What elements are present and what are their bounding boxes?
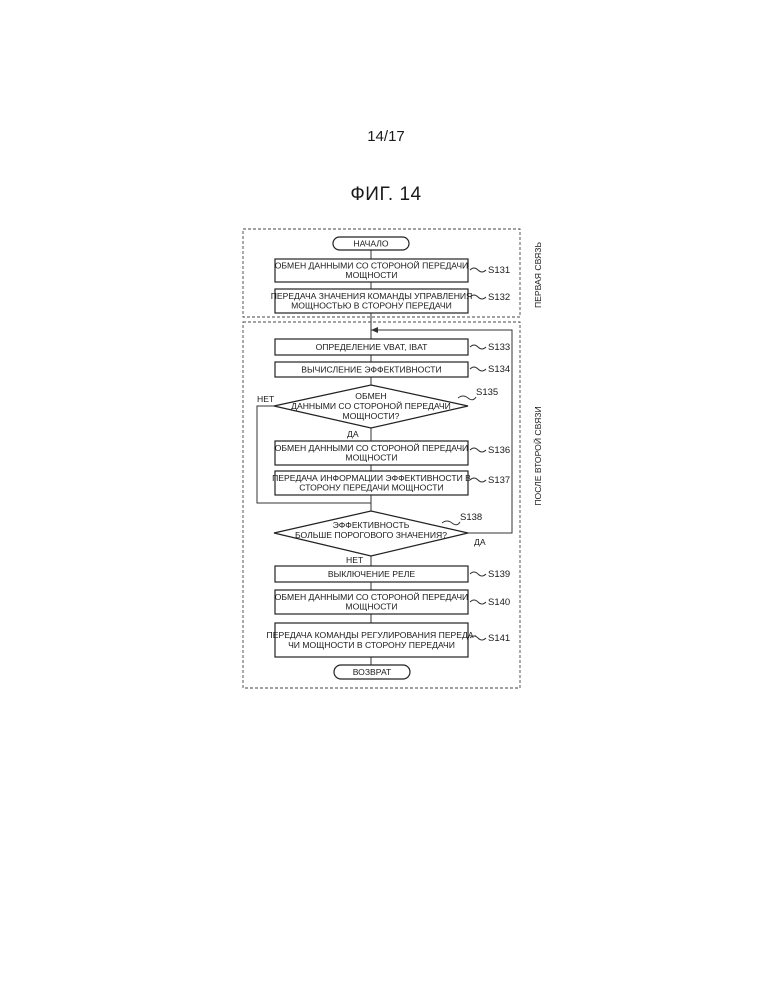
step-s134-id: S134 xyxy=(488,364,510,375)
s138-yes-loop-line xyxy=(371,330,512,533)
step-s134-text: ВЫЧИСЛЕНИЕ ЭФФЕКТИВНОСТИ xyxy=(301,365,441,375)
step-s137-leader xyxy=(470,478,486,482)
step-s131-text-2: МОЩНОСТИ xyxy=(345,270,397,280)
decision-s135-text-1: ОБМЕН xyxy=(355,391,386,401)
step-s141-text-2: ЧИ МОЩНОСТИ В СТОРОНУ ПЕРЕДАЧИ xyxy=(288,640,455,650)
step-s136-leader xyxy=(470,448,486,452)
step-s134-leader xyxy=(470,367,486,371)
step-s137-id: S137 xyxy=(488,475,510,486)
step-s132-text-2: МОЩНОСТЬЮ В СТОРОНУ ПЕРЕДАЧИ xyxy=(291,301,452,311)
step-s133-text: ОПРЕДЕЛЕНИЕ VBAT, IBAT xyxy=(316,342,429,352)
end-label: ВОЗВРАТ xyxy=(353,667,392,677)
decision-s135-text-2: ДАННЫМИ СО СТОРОНОЙ ПЕРЕДАЧИ xyxy=(291,400,451,411)
region-second-label: ПОСЛЕ ВТОРОЙ СВЯЗИ xyxy=(532,406,543,505)
step-s131-id: S131 xyxy=(488,265,510,276)
step-s133-leader xyxy=(470,345,486,349)
step-s137-text-1: ПЕРЕДАЧА ИНФОРМАЦИИ ЭФФЕКТИВНОСТИ В xyxy=(272,473,471,483)
decision-s135-yes-label: ДА xyxy=(347,429,359,439)
step-s136-id: S136 xyxy=(488,445,510,456)
step-s136-text-2: МОЩНОСТИ xyxy=(345,453,397,463)
decision-s138-id: S138 xyxy=(460,512,482,523)
step-s140-id: S140 xyxy=(488,597,510,608)
step-s139-text: ВЫКЛЮЧЕНИЕ РЕЛЕ xyxy=(328,569,415,579)
step-s132-id: S132 xyxy=(488,292,510,303)
step-s132-text-1: ПЕРЕДАЧА ЗНАЧЕНИЯ КОМАНДЫ УПРАВЛЕНИЯ xyxy=(271,291,473,301)
step-s131-leader xyxy=(470,268,486,272)
decision-s138-leader xyxy=(442,521,460,525)
decision-s138-text-1: ЭФФЕКТИВНОСТЬ xyxy=(333,520,410,530)
decision-s138-no-label: НЕТ xyxy=(346,555,364,565)
step-s140-text-2: МОЩНОСТИ xyxy=(345,602,397,612)
decision-s135-no-label: НЕТ xyxy=(257,394,275,404)
step-s132-leader xyxy=(470,295,486,299)
step-s139-leader xyxy=(470,572,486,576)
region-first-label: ПЕРВАЯ СВЯЗЬ xyxy=(533,242,543,308)
loop-arrowhead xyxy=(371,327,378,333)
decision-s138-yes-label: ДА xyxy=(474,537,486,547)
decision-s138-text-2: БОЛЬШЕ ПОРОГОВОГО ЗНАЧЕНИЯ? xyxy=(295,530,447,540)
decision-s135-text-3: МОЩНОСТИ? xyxy=(343,411,400,421)
step-s136-text-1: ОБМЕН ДАННЫМИ СО СТОРОНОЙ ПЕРЕДАЧИ xyxy=(275,442,469,453)
step-s141-id: S141 xyxy=(488,633,510,644)
start-label: НАЧАЛО xyxy=(353,239,389,249)
step-s140-text-1: ОБМЕН ДАННЫМИ СО СТОРОНОЙ ПЕРЕДАЧИ xyxy=(275,591,469,602)
step-s139-id: S139 xyxy=(488,569,510,580)
step-s133-id: S133 xyxy=(488,342,510,353)
decision-s135-id: S135 xyxy=(476,387,498,398)
step-s137-text-2: СТОРОНУ ПЕРЕДАЧИ МОЩНОСТИ xyxy=(299,483,443,493)
step-s131-text-1: ОБМЕН ДАННЫМИ СО СТОРОНОЙ ПЕРЕДАЧИ xyxy=(275,260,469,271)
step-s141-text-1: ПЕРЕДАЧА КОМАНДЫ РЕГУЛИРОВАНИЯ ПЕРЕДА- xyxy=(267,630,477,640)
decision-s135-leader xyxy=(458,396,476,400)
step-s140-leader xyxy=(470,600,486,604)
